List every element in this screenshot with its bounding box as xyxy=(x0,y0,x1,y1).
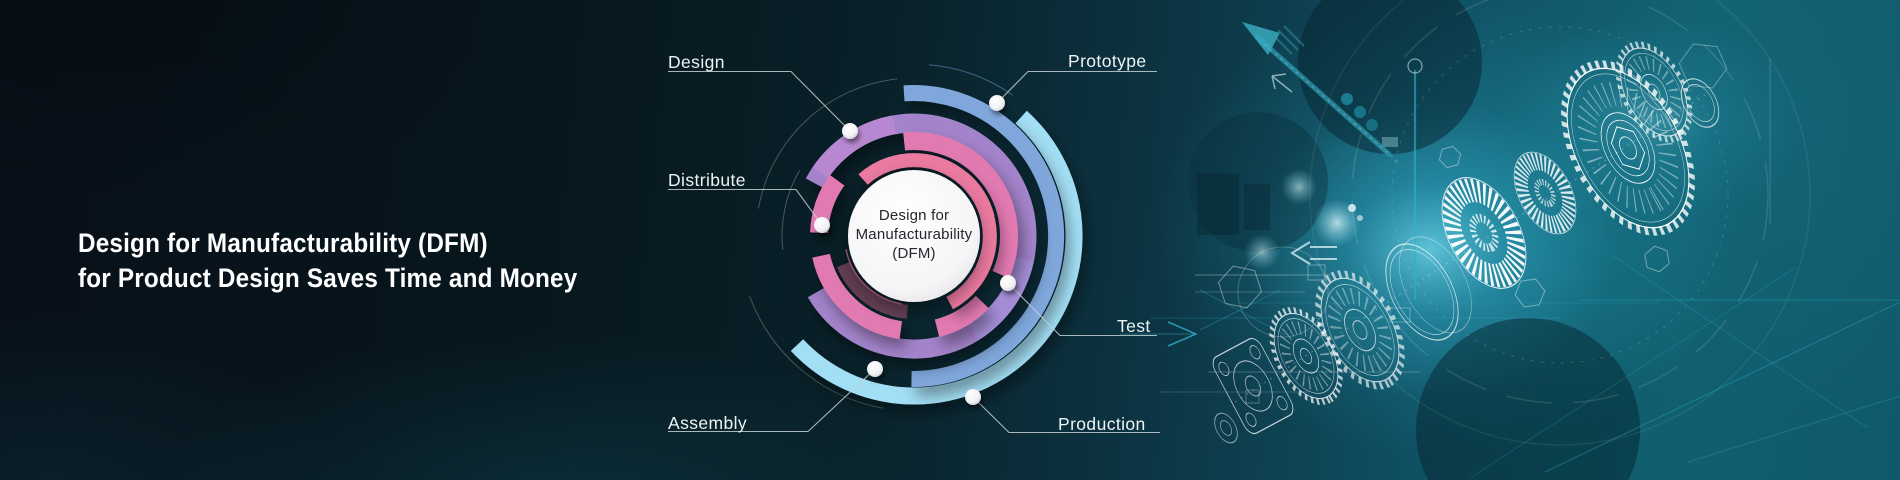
gear-flange xyxy=(1212,337,1294,435)
diagram-center-label: Design for Manufacturability (DFM) xyxy=(824,206,1004,263)
node-prototype xyxy=(989,95,1005,111)
label-connectors xyxy=(668,70,1160,434)
center-circle xyxy=(848,170,980,302)
connector-prototype xyxy=(996,70,1157,104)
connector-design xyxy=(668,70,851,132)
gears-illustration xyxy=(1120,0,1900,480)
glow-dot xyxy=(1313,199,1361,247)
diagram-label-prototype: Prototype xyxy=(1068,51,1147,71)
connector-distribute xyxy=(668,188,823,226)
hexagon-outlines xyxy=(1217,43,1728,309)
hairline-blue-arc xyxy=(928,64,1013,96)
diagram-label-distribute: Distribute xyxy=(668,170,746,190)
gear-small xyxy=(1214,412,1238,444)
connector-production xyxy=(972,396,1160,434)
diagram-nodes xyxy=(814,95,1016,405)
glow-dot xyxy=(1244,234,1280,270)
dark-disc xyxy=(1188,112,1328,252)
arrow-up-left-icon xyxy=(1242,22,1399,163)
ring-rose-shade xyxy=(837,261,909,319)
diagram-label-design: Design xyxy=(668,52,725,72)
tech-lines xyxy=(1150,58,1900,479)
diagram-label-test: Test xyxy=(1117,316,1151,336)
heading-line-1: Design for Manufacturability (DFM) xyxy=(78,228,488,258)
glow-topright xyxy=(1500,15,1800,225)
node-assembly xyxy=(867,361,883,377)
dark-disc xyxy=(1416,318,1640,480)
dark-slab xyxy=(1244,184,1270,230)
hairline-arcs xyxy=(749,78,898,409)
rose-hairline xyxy=(845,249,903,305)
ring-magenta xyxy=(810,132,1018,340)
ring-light-blue xyxy=(790,110,1083,405)
gear-cylinder xyxy=(1385,236,1472,341)
ring-rose xyxy=(858,153,997,310)
node-production xyxy=(965,389,981,405)
center-label-line-3: (DFM) xyxy=(892,245,936,262)
node-design xyxy=(842,123,858,139)
node-test xyxy=(1000,275,1016,291)
diagram-label-production: Production xyxy=(1058,414,1146,434)
gear-ring xyxy=(1680,78,1720,128)
dfm-cycle-diagram xyxy=(668,64,1160,434)
arrow-left-icon xyxy=(1290,241,1337,265)
hud-circles xyxy=(1237,0,1811,446)
center-label-line-1: Design for xyxy=(878,207,950,224)
dark-slab xyxy=(1197,173,1239,235)
banner-heading: Design for Manufacturability (DFM) for P… xyxy=(78,226,577,296)
ring-blue xyxy=(903,85,1065,388)
diagram-label-assembly: Assembly xyxy=(668,413,748,433)
heading-line-2: for Product Design Saves Time and Money xyxy=(78,263,578,293)
center-label-line-2: Manufacturability xyxy=(855,226,973,243)
connector-assembly xyxy=(668,368,876,433)
arrow-right-icon xyxy=(1120,321,1198,347)
node-distribute xyxy=(814,217,830,233)
arrow-small-up-left-icon xyxy=(1271,73,1293,93)
connector-test xyxy=(1007,282,1157,337)
gear-axis-line xyxy=(1234,94,1706,403)
ring-purple-highlights xyxy=(812,115,1034,340)
glow-dot xyxy=(1281,169,1317,205)
